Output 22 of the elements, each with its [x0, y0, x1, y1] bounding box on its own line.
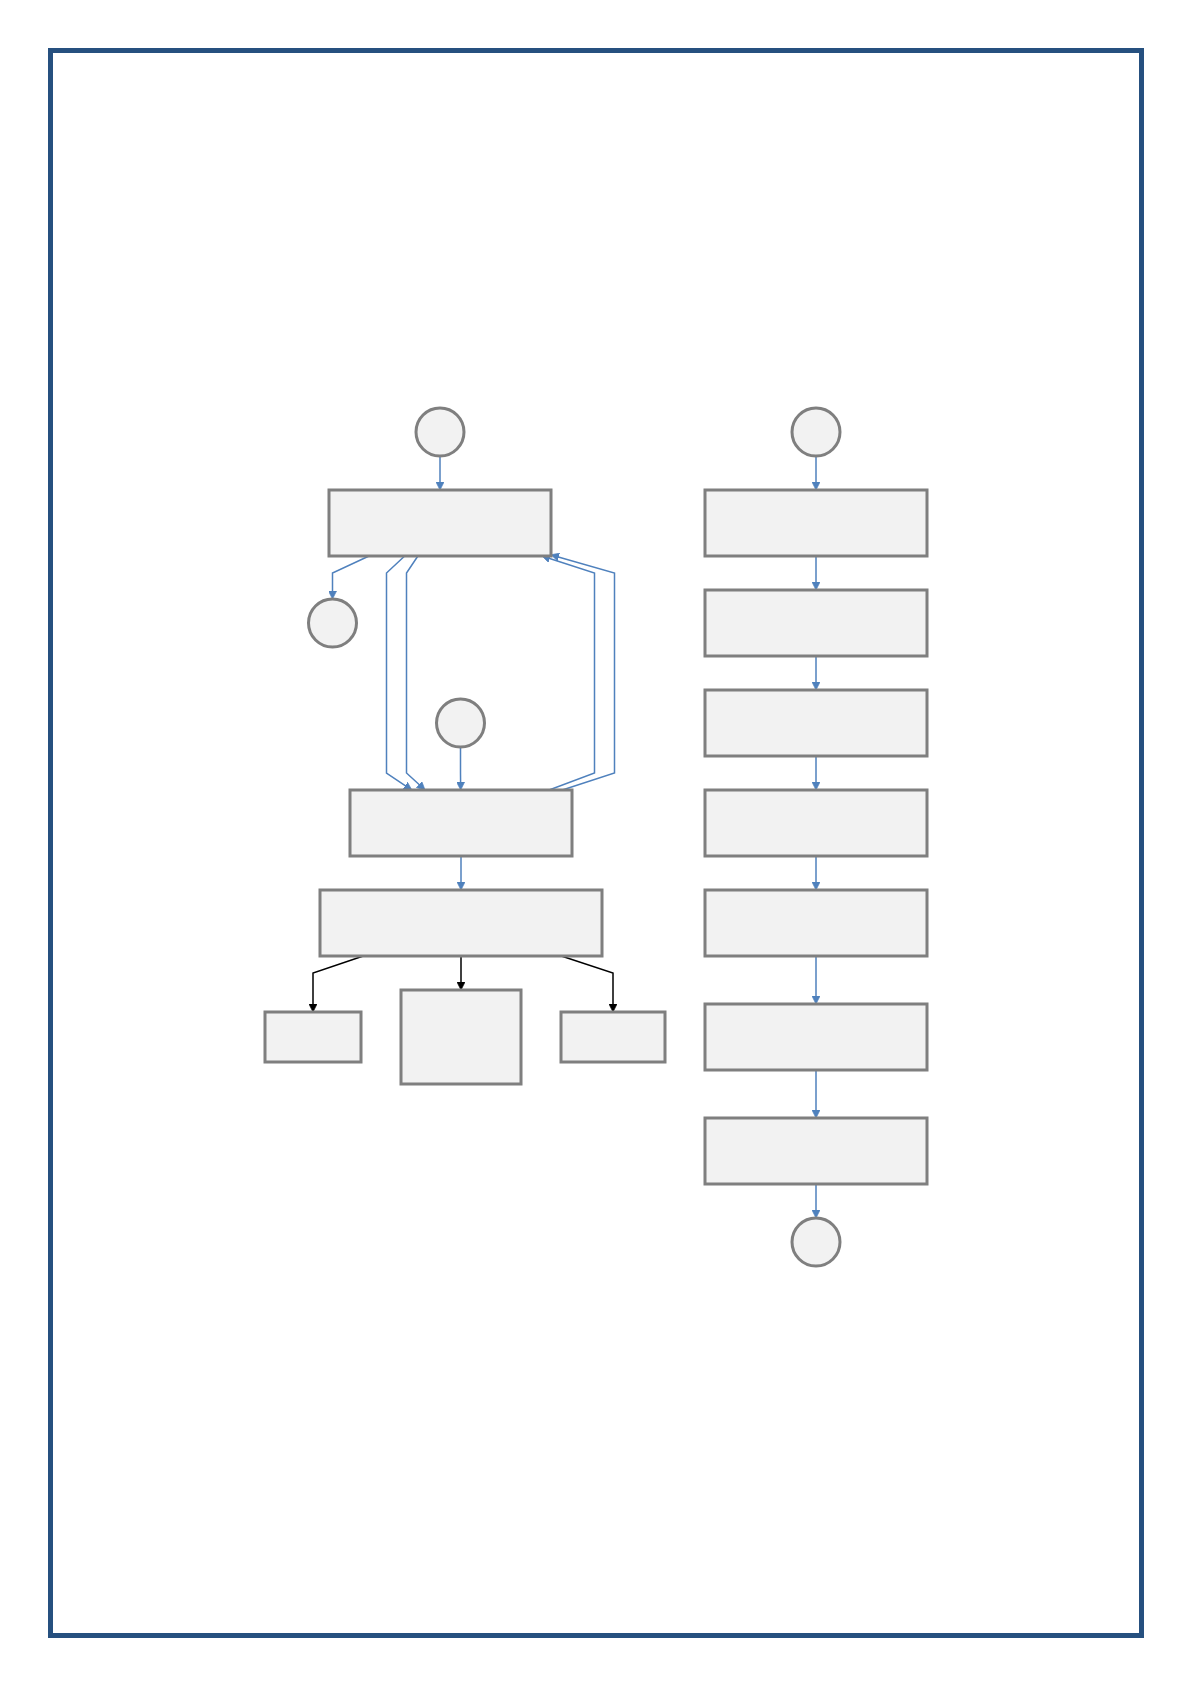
arrow	[455, 746, 465, 791]
node-box	[327, 488, 552, 558]
arrow	[811, 455, 820, 491]
node-box	[318, 888, 603, 958]
node-box	[399, 988, 522, 1086]
node-box	[703, 1116, 928, 1186]
node-circle	[306, 597, 358, 649]
arrow	[435, 455, 444, 491]
node-box	[703, 788, 928, 858]
node-circle	[414, 406, 465, 458]
node-circle	[434, 697, 486, 749]
node-circle	[790, 406, 841, 458]
node-box	[703, 488, 928, 558]
node-box	[703, 688, 928, 758]
node-box	[703, 588, 928, 658]
node-box	[703, 888, 928, 958]
node-box	[703, 1002, 928, 1072]
node-box	[559, 1010, 666, 1064]
node-box	[348, 788, 573, 858]
arrow	[550, 552, 615, 791]
node-circle	[790, 1216, 841, 1268]
node-box	[263, 1010, 362, 1064]
